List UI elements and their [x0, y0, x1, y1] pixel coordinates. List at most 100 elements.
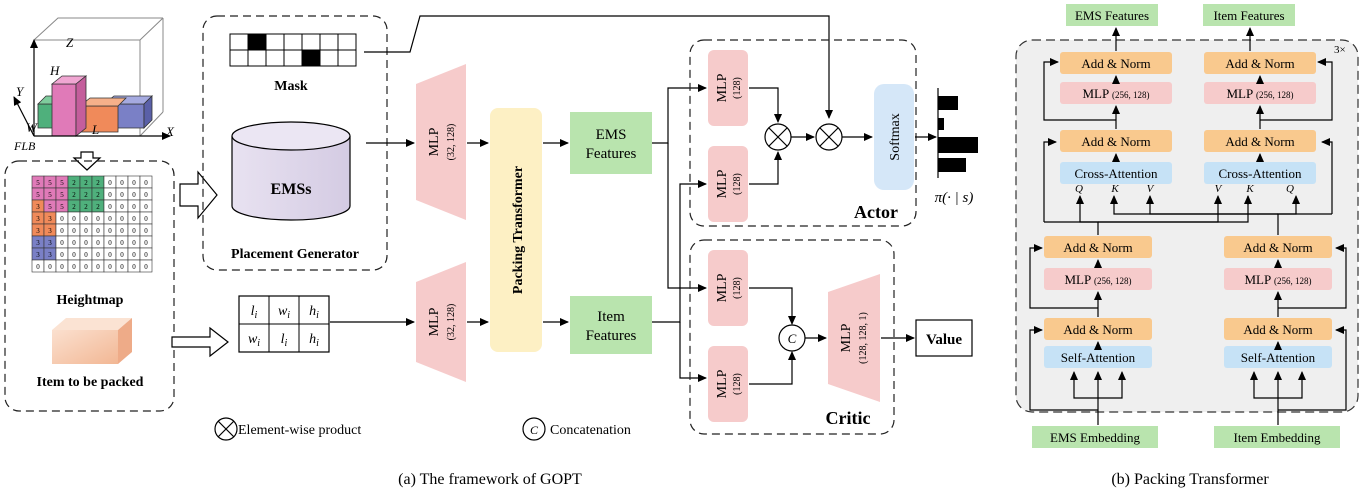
actor-mlp-item: [708, 146, 748, 222]
mlp-ems-encoder: [416, 64, 466, 220]
add-norm-mlp-left: [1044, 236, 1152, 258]
product-operator-2-icon: [815, 123, 843, 151]
critic-head-dims: (128, 128, 1): [858, 312, 869, 364]
cross-attention-left: [1060, 162, 1172, 184]
heightmap-value: 0: [84, 251, 88, 259]
mlp-lower-right: [1224, 268, 1332, 290]
ems-embedding-input: [1032, 426, 1158, 448]
legend-concat-label: Concatenation: [550, 423, 631, 438]
repeat-label: 3×: [1334, 44, 1346, 56]
heightmap-value: 0: [72, 263, 76, 271]
add-norm-top-left-label: Add & Norm: [1081, 56, 1150, 71]
heightmap-value: 3: [36, 227, 40, 235]
heightmap-value: 0: [144, 227, 148, 235]
right-hollow-arrow-icon: [179, 170, 218, 220]
flb-label: FLB: [13, 139, 36, 153]
heightmap-value: 2: [84, 179, 88, 187]
item-features-box: [570, 296, 652, 354]
item-features-line2: Features: [586, 328, 637, 344]
heightmap-value: 2: [84, 203, 88, 211]
mask-cell: [319, 33, 339, 51]
mlp-ems-dims: (32, 128): [446, 124, 457, 161]
item-label: Item to be packed: [37, 375, 144, 390]
mask-cell: [283, 49, 303, 67]
actor-label: Actor: [854, 202, 898, 222]
table-cell: hi: [309, 332, 319, 349]
ems-features-line1: EMS: [596, 127, 627, 143]
axis-y-label: Y: [16, 84, 25, 99]
axis-x-label: X: [165, 124, 175, 139]
mlp-upper-right: [1204, 82, 1316, 104]
heightmap-value: 0: [72, 215, 76, 223]
table-cell: hi: [309, 304, 319, 321]
heightmap-value: 0: [120, 263, 124, 271]
heightmap-cell: [139, 259, 153, 273]
mlp-upper-left-label: MLP (256, 128): [1083, 86, 1150, 101]
caption-left: (a) The framework of GOPT: [398, 471, 582, 488]
add-norm-mlp-right-label: Add & Norm: [1243, 240, 1312, 255]
critic-head-label: MLP: [839, 323, 854, 352]
softmax-label: Softmax: [888, 113, 903, 160]
mlp-lower-right-label: MLP (256, 128): [1245, 272, 1312, 287]
container-3d: Z Y X H W L FLB: [13, 17, 175, 153]
heightmap-value: 0: [72, 251, 76, 259]
legend-product-label: Element-wise product: [238, 423, 361, 438]
add-norm-top-right: [1204, 52, 1316, 74]
item-embedding-input: [1214, 426, 1340, 448]
heightmap-value: 5: [60, 179, 64, 187]
heightmap-value: 0: [84, 227, 88, 235]
heightmap-value: 0: [36, 263, 40, 271]
heightmap-value: 3: [36, 251, 40, 259]
mask-cell: [229, 49, 249, 67]
self-attention-right-label: Self-Attention: [1241, 350, 1316, 365]
ems-features-output: [1066, 4, 1158, 26]
mask-cell: [247, 33, 267, 51]
policy-label: π(· | s): [935, 190, 974, 206]
cross-attention-right-label: Cross-Attention: [1218, 166, 1302, 181]
heightmap-value: 0: [108, 251, 112, 259]
q-label-right: Q: [1286, 183, 1294, 195]
heightmap-value: 5: [48, 191, 52, 199]
heightmap-value: 3: [48, 251, 52, 259]
heightmap-value: 0: [96, 215, 100, 223]
mask-cell: [337, 49, 357, 67]
heightmap-value: 5: [60, 203, 64, 211]
heightmap-value: 0: [96, 239, 100, 247]
heightmap-value: 0: [144, 263, 148, 271]
add-norm-self-left-label: Add & Norm: [1063, 322, 1132, 337]
critic-label: Critic: [826, 408, 871, 428]
heightmap-value: 0: [108, 191, 112, 199]
k-label-left: K: [1110, 183, 1119, 195]
critic-mlp-ems-label: MLP: [715, 273, 730, 302]
mlp-upper-right-label: MLP (256, 128): [1227, 86, 1294, 101]
mlp-ems-label: MLP: [427, 127, 442, 156]
heightmap-value: 0: [72, 239, 76, 247]
add-norm-cross-right-label: Add & Norm: [1225, 134, 1294, 149]
heightmap-value: 0: [60, 239, 64, 247]
mask-cell: [229, 33, 249, 51]
heightmap-value: 0: [132, 251, 136, 259]
add-norm-cross-left-label: Add & Norm: [1081, 134, 1150, 149]
ems-database-icon: [231, 121, 351, 221]
add-norm-mlp-right: [1224, 236, 1332, 258]
v-label-left: V: [1147, 183, 1155, 195]
input-panel: [4, 160, 175, 412]
heightmap-value: 2: [72, 203, 76, 211]
heightmap-value: 0: [120, 227, 124, 235]
heightmap-value: 3: [48, 227, 52, 235]
mask-cell: [265, 33, 285, 51]
heightmap-value: 0: [108, 179, 112, 187]
critic-mlp-item-dims: (128): [732, 373, 743, 395]
critic-mlp-item-label: MLP: [715, 369, 730, 398]
actor-mlp-ems-dims: (128): [732, 77, 743, 99]
heightmap-value: 0: [144, 215, 148, 223]
k-label-right: K: [1245, 183, 1254, 195]
legend-product: Element-wise product: [214, 417, 361, 441]
ems-embedding-label: EMS Embedding: [1050, 430, 1140, 445]
mask-cell: [301, 33, 321, 51]
caption-right: (b) Packing Transformer: [1111, 471, 1269, 488]
item-features-line1: Item: [597, 309, 625, 325]
softmax-block: [874, 84, 914, 190]
policy-distribution: [937, 88, 978, 178]
